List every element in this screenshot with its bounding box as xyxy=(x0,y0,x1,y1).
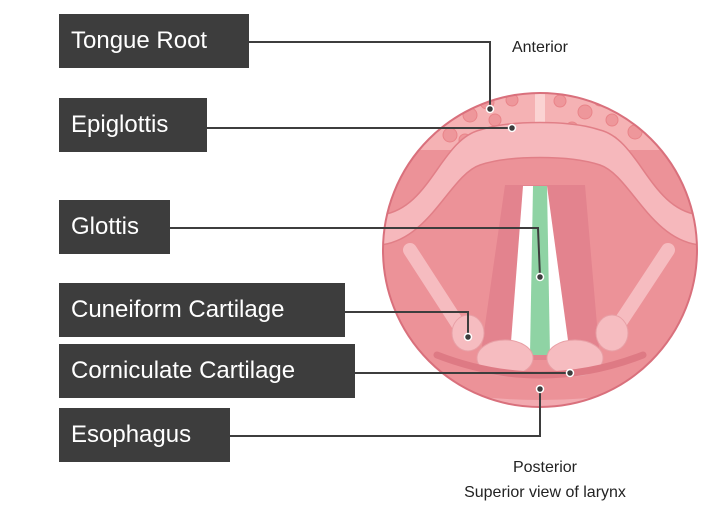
label-tongue-root: Tongue Root xyxy=(59,14,249,68)
caption-posterior: Posterior xyxy=(512,459,578,476)
label-corniculate-cartilage: Corniculate Cartilage xyxy=(59,344,355,398)
caption-view: Superior view of larynx xyxy=(464,484,626,501)
label-epiglottis: Epiglottis xyxy=(59,98,207,152)
epiglottis xyxy=(383,121,697,246)
label-cuneiform-cartilage: Cuneiform Cartilage xyxy=(59,283,345,337)
label-esophagus: Esophagus xyxy=(59,408,230,462)
larynx-circle xyxy=(383,93,697,407)
caption-anterior: Anterior xyxy=(511,39,569,56)
leader-dots xyxy=(463,104,575,394)
leader-lines xyxy=(170,41,570,437)
label-glottis: Glottis xyxy=(59,200,170,254)
